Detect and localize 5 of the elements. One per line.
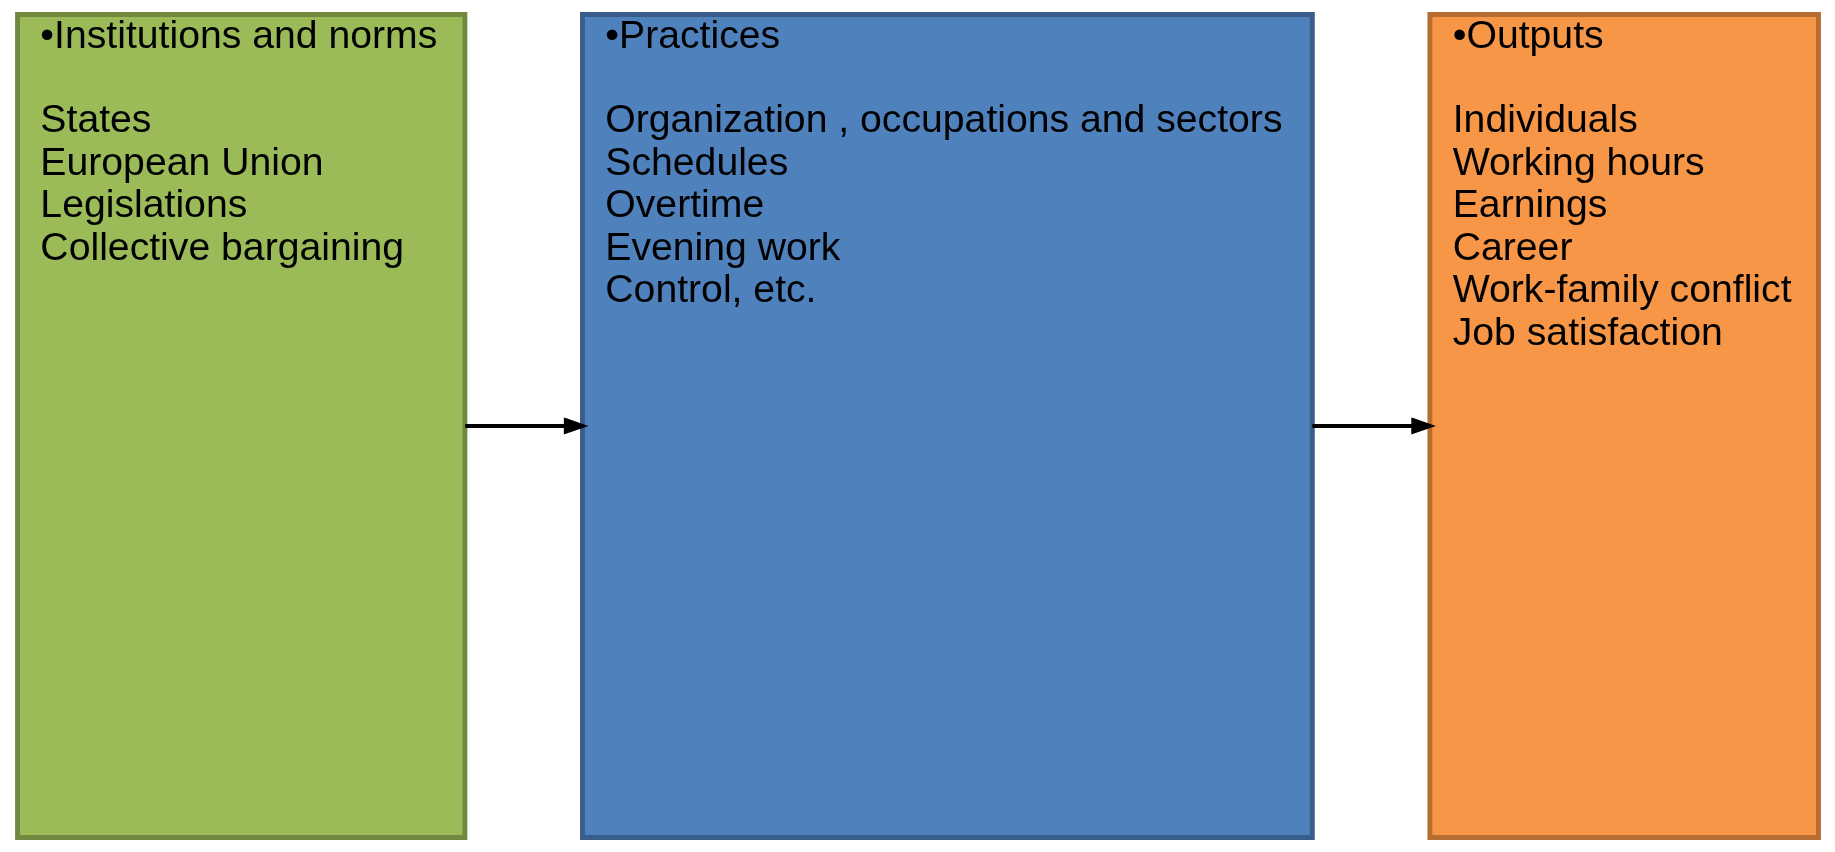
arrow (1311, 417, 1436, 435)
node-box: •Practices Organization , occupations and sectors Schedules Overtime Evening work Control, etc. (579, 12, 1315, 840)
node-box: •Outputs Individuals Working hours Earnings Career Work-family conflict Job satisfaction (1426, 12, 1821, 840)
node-box: •Institutions and norms States European Union Legislations Collective bargaining (14, 12, 467, 840)
arrow (464, 417, 588, 435)
